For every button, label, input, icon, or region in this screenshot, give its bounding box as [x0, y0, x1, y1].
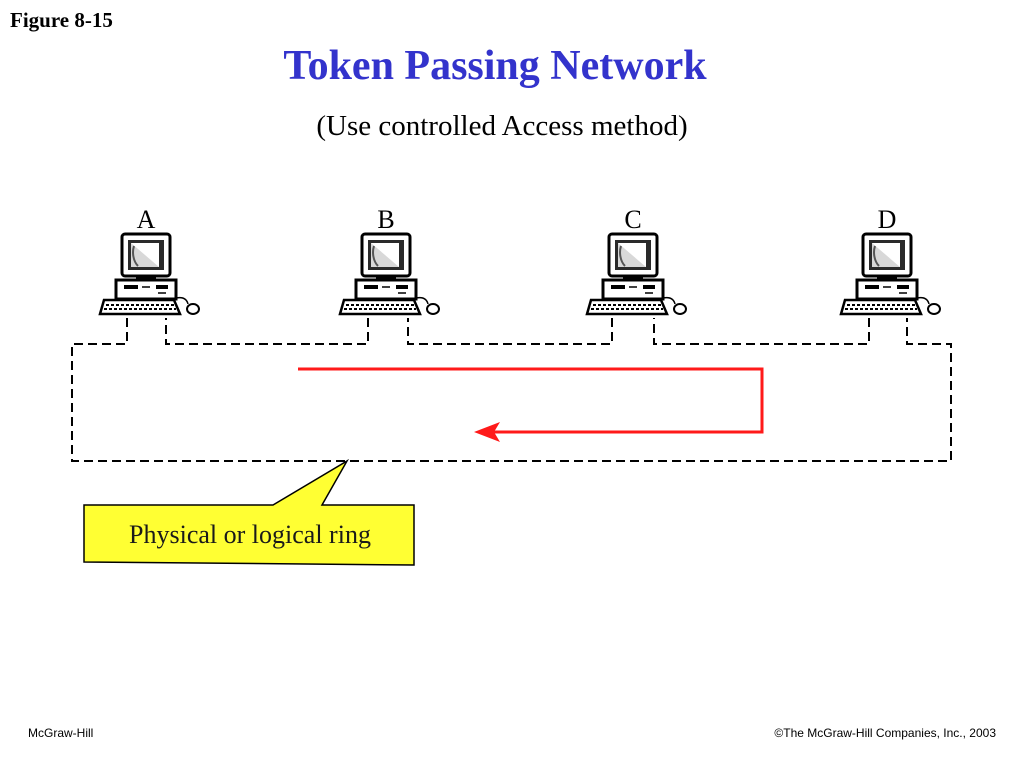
callout-text: Physical or logical ring — [129, 520, 371, 549]
ring-path — [71, 318, 952, 462]
station-label-b: B — [377, 205, 394, 234]
station-label-c: C — [624, 205, 641, 234]
computer-d-icon — [839, 232, 942, 316]
token-direction-arrow — [298, 367, 764, 434]
slide-subtitle: (Use controlled Access method) — [316, 110, 688, 142]
arrowhead-icon — [474, 422, 500, 442]
slide-title: Token Passing Network — [283, 43, 707, 89]
station-label-a: A — [137, 205, 156, 234]
computer-c-icon — [585, 232, 688, 316]
footer-copyright: ©The McGraw-Hill Companies, Inc., 2003 — [774, 726, 996, 740]
computer-a-icon — [98, 232, 201, 316]
figure-label: Figure 8-15 — [10, 8, 113, 32]
station-label-d: D — [878, 205, 897, 234]
callout-box — [83, 458, 415, 566]
computer-b-icon — [338, 232, 441, 316]
footer-publisher: McGraw-Hill — [28, 726, 94, 740]
